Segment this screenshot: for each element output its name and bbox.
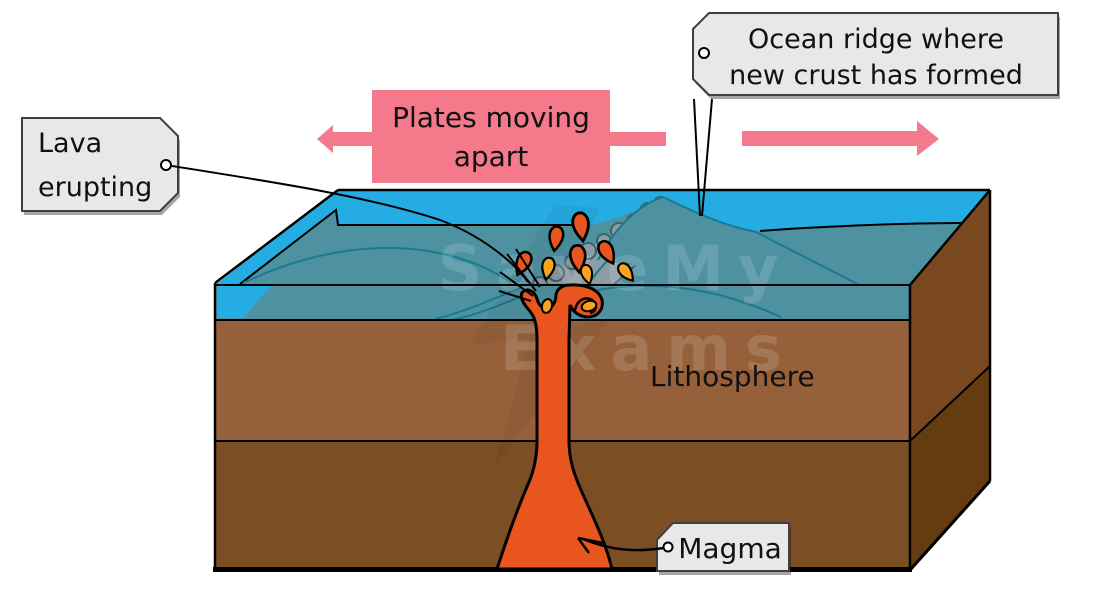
ocean-ridge-tag: Ocean ridge where new crust has formed	[692, 12, 1060, 217]
plates-moving-box	[372, 90, 610, 183]
lithosphere-label: Lithosphere	[650, 360, 815, 393]
plates-moving-apart: Plates moving apart	[317, 90, 939, 183]
lava-blob-curl	[580, 299, 598, 313]
top-left-rim-edge	[214, 189, 339, 284]
seafloor-contour-left	[242, 246, 511, 284]
lava-pointer-line	[171, 165, 529, 283]
lithosphere-side-face	[910, 190, 990, 441]
ocean-ridge-pointer	[693, 98, 713, 217]
magma-label: Magma	[678, 532, 782, 565]
tag-hole	[662, 541, 674, 553]
top-right-edge	[909, 189, 991, 286]
ocean-ridge-line1: Ocean ridge where	[748, 24, 1004, 55]
tag-hole	[160, 159, 172, 171]
magma-tag: Magma	[576, 522, 791, 575]
plates-moving-line2: apart	[454, 140, 529, 173]
plate-arrow-left	[317, 125, 372, 153]
strip-contour-1	[435, 286, 523, 320]
strip-contour-3	[597, 284, 783, 319]
lava-erupting-line2: erupting	[38, 172, 152, 203]
bottom-right-edge	[909, 479, 992, 571]
plate-arrow-stub-right	[610, 132, 666, 146]
side-layer-boundary	[909, 365, 991, 442]
tag-body	[692, 12, 1059, 96]
tag-body	[21, 117, 179, 212]
lava-erupting-line1: Lava	[38, 128, 102, 159]
terrain-back-edge-left	[239, 208, 588, 285]
watermark-line1: SaveMy	[437, 232, 792, 305]
tag-body	[656, 522, 790, 572]
mantle-side-face	[910, 366, 990, 569]
ocean-ridge-line2: new crust has formed	[729, 60, 1023, 91]
magma-pointer-line	[582, 537, 665, 552]
water-edge-sliver	[217, 286, 271, 318]
lava-erupting-tag: Lava erupting	[21, 117, 529, 283]
plates-moving-line1: Plates moving	[392, 101, 590, 134]
lava-blob-mouth	[540, 298, 554, 314]
tag-hole	[698, 47, 710, 59]
magma-column	[494, 210, 639, 571]
magma-pointer-arrowhead	[576, 536, 604, 554]
plate-arrow-right	[742, 121, 939, 156]
magma-body	[494, 283, 614, 571]
terrain-back-edge-right	[759, 222, 963, 232]
